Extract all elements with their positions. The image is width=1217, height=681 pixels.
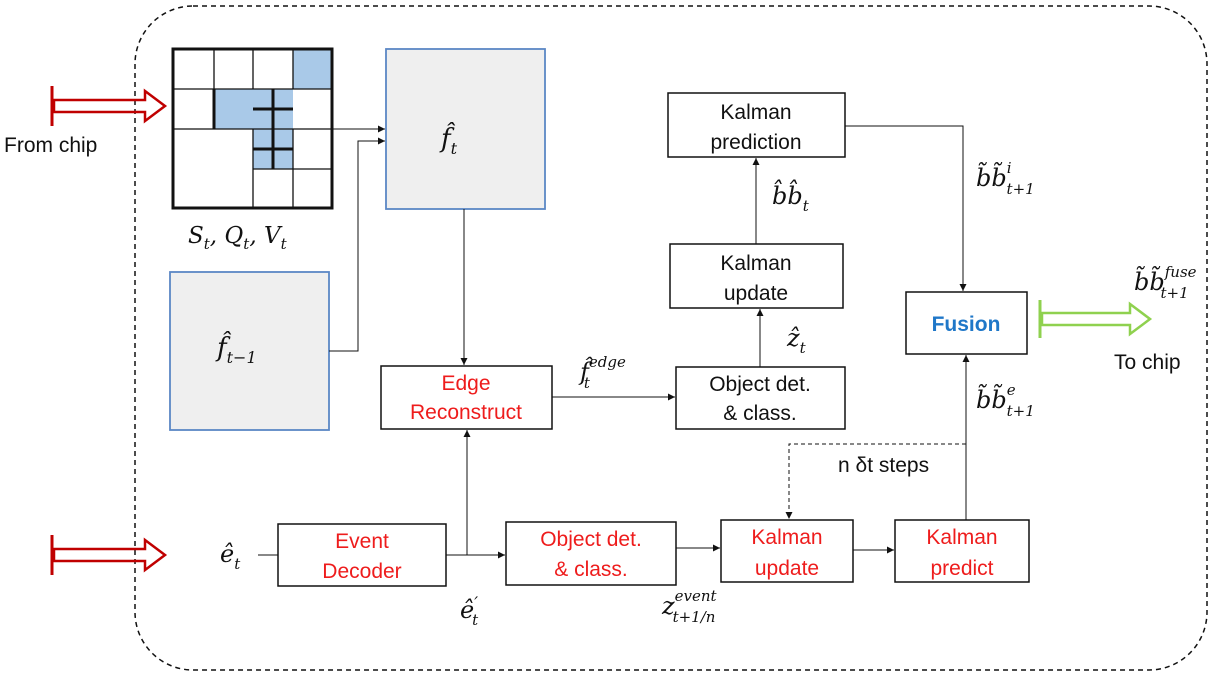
svg-text:update: update (755, 557, 819, 580)
kalman-update-bottom-block: Kalman update (720, 519, 854, 583)
e-hat-prime-label: ê′t (460, 594, 479, 629)
svg-text:Event: Event (335, 530, 389, 553)
svg-text:Reconstruct: Reconstruct (410, 401, 522, 424)
n-steps-label: n δt steps (838, 454, 929, 477)
svg-text:& class.: & class. (723, 402, 797, 425)
edge-reconstruct-block: Edge Reconstruct (380, 365, 553, 430)
from-chip-label: From chip (4, 134, 97, 157)
to-chip-arrow (1038, 300, 1153, 338)
svg-text:update: update (724, 282, 788, 305)
e-hat-t-label: êt (220, 540, 241, 573)
arrow-prediction-to-fusion (845, 125, 967, 291)
svg-text:Edge: Edge (441, 372, 490, 395)
frame-f-hat-t-minus-1 (169, 271, 330, 431)
svg-text:Kalman: Kalman (926, 526, 997, 549)
svg-text:Kalman: Kalman (720, 252, 791, 275)
from-chip-arrow-bottom (50, 535, 168, 575)
from-chip-arrow-top (50, 86, 168, 126)
arrow-prev-frame-to-frame (329, 137, 385, 352)
event-decoder-block: Event Decoder (277, 523, 447, 587)
arrow-feedback-dashed (785, 443, 966, 519)
svg-text:Fusion: Fusion (932, 313, 1001, 336)
s-q-v-label: St, Qt, Vt (188, 223, 288, 253)
processing-boundary (134, 5, 1208, 671)
kalman-prediction-block: Kalman prediction (667, 92, 846, 158)
frame-f-hat-t (385, 48, 546, 210)
svg-text:Object det.: Object det. (709, 373, 811, 396)
svg-text:predict: predict (930, 557, 993, 580)
svg-text:Decoder: Decoder (322, 560, 401, 583)
kalman-predict-bottom-block: Kalman predict (894, 519, 1030, 583)
svg-text:Kalman: Kalman (751, 526, 822, 549)
quadtree-grid (171, 47, 334, 210)
kalman-update-top-block: Kalman update (669, 243, 844, 309)
svg-text:Object det.: Object det. (540, 528, 642, 551)
object-det-bottom-block: Object det. & class. (505, 521, 677, 586)
svg-text:& class.: & class. (554, 558, 628, 581)
svg-text:Kalman: Kalman (720, 101, 791, 124)
svg-text:prediction: prediction (710, 131, 801, 154)
z-hat-t-label: ẑt (786, 324, 807, 357)
to-chip-label: To chip (1114, 351, 1181, 374)
fusion-block: Fusion (905, 291, 1028, 355)
object-det-top-block: Object det. & class. (675, 366, 846, 430)
bb-hat-t-label: b̂b̂t (772, 179, 810, 215)
